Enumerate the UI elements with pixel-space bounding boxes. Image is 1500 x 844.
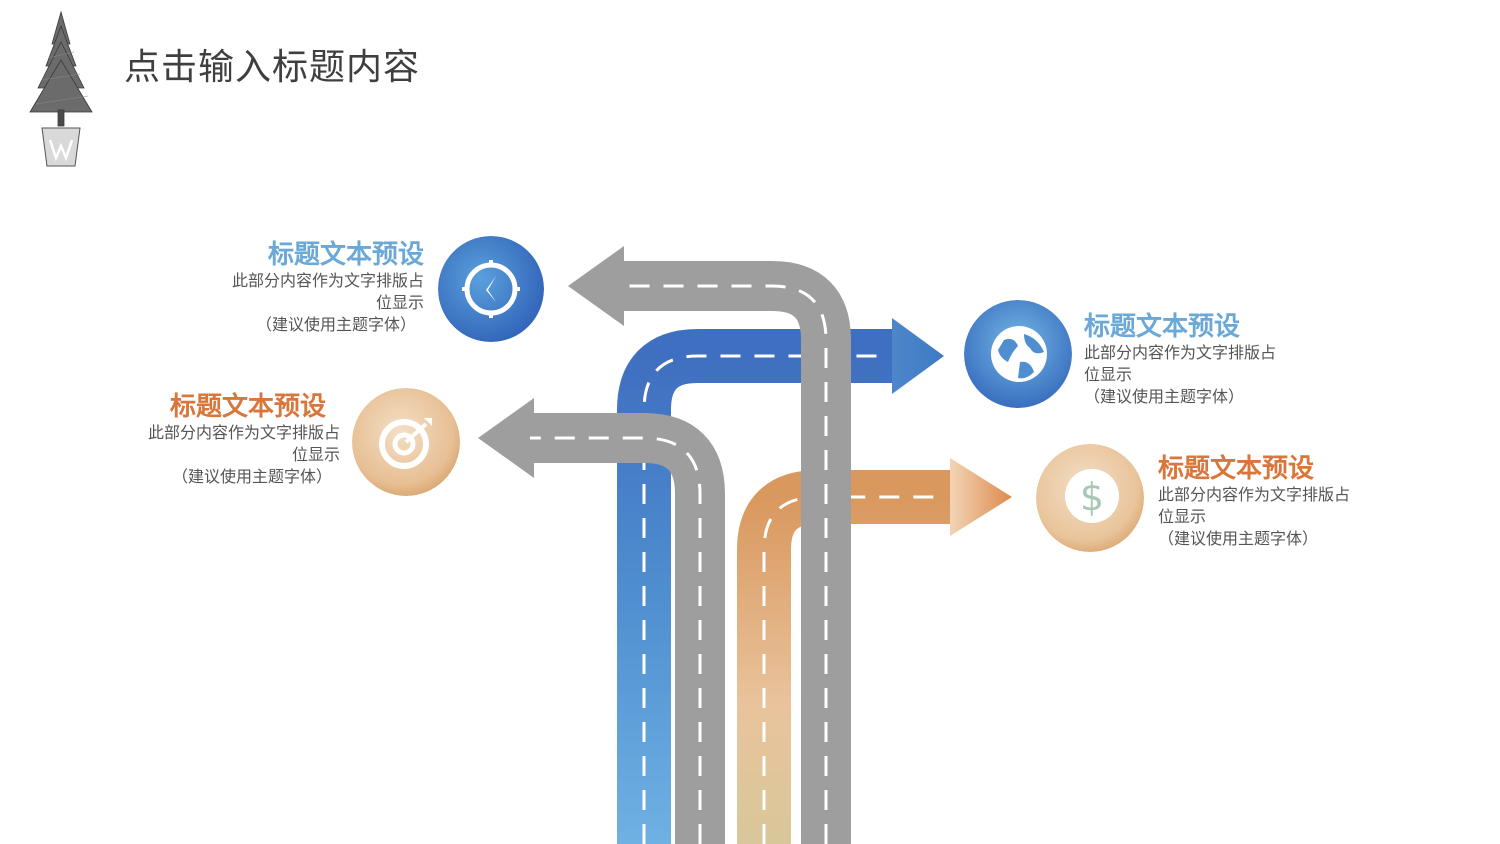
block-title[interactable]: 标题文本预设 xyxy=(1084,312,1241,342)
block-title[interactable]: 标题文本预设 xyxy=(169,392,326,422)
target-badge[interactable] xyxy=(352,388,460,496)
block-body-line2: 位显示 xyxy=(291,445,340,464)
gray-road-lower xyxy=(478,398,725,844)
globe-badge[interactable] xyxy=(964,300,1072,408)
gray-arrow-head-lower xyxy=(478,398,534,478)
orange-arrow-head xyxy=(950,458,1012,536)
block-body-note: （建议使用主题字体） xyxy=(1084,387,1245,406)
dollar-icon: $ xyxy=(1036,444,1144,552)
block-body-line1: 此部分内容作为文字排版占 xyxy=(1158,485,1351,504)
gray-arrow-head-upper xyxy=(568,246,624,326)
blue-arrow-head xyxy=(892,318,944,394)
target-icon xyxy=(352,388,460,496)
block-body-line2: 位显示 xyxy=(1158,507,1207,526)
blue-road xyxy=(617,318,944,844)
block-body-line2: 位显示 xyxy=(375,293,424,312)
text-block-3: 标题文本预设 此部分内容作为文字排版占 位显示 （建议使用主题字体） xyxy=(1084,312,1394,408)
block-body-line1: 此部分内容作为文字排版占 xyxy=(231,271,424,290)
block-title[interactable]: 标题文本预设 xyxy=(267,240,424,270)
block-title[interactable]: 标题文本预设 xyxy=(1158,454,1315,484)
pine-tree-logo-icon xyxy=(29,10,93,167)
compass-icon xyxy=(438,236,544,342)
block-body-line2: 位显示 xyxy=(1084,365,1133,384)
text-block-2: 标题文本预设 此部分内容作为文字排版占 位显示 （建议使用主题字体） xyxy=(30,392,340,488)
page-title[interactable]: 点击输入标题内容 xyxy=(124,47,421,88)
block-body-note: （建议使用主题字体） xyxy=(1158,529,1319,548)
dollar-badge[interactable]: $ xyxy=(1036,444,1144,552)
gray-road-upper xyxy=(568,246,851,844)
block-body-line1: 此部分内容作为文字排版占 xyxy=(147,423,340,442)
compass-badge[interactable] xyxy=(438,236,544,342)
text-block-4: 标题文本预设 此部分内容作为文字排版占 位显示 （建议使用主题字体） xyxy=(1158,454,1468,550)
block-body-note: （建议使用主题字体） xyxy=(171,467,332,486)
block-body-note: （建议使用主题字体） xyxy=(255,315,416,334)
svg-text:$: $ xyxy=(1080,475,1104,519)
globe-icon xyxy=(964,300,1072,408)
block-body-line1: 此部分内容作为文字排版占 xyxy=(1084,343,1277,362)
text-block-1: 标题文本预设 此部分内容作为文字排版占 位显示 （建议使用主题字体） xyxy=(114,240,424,336)
